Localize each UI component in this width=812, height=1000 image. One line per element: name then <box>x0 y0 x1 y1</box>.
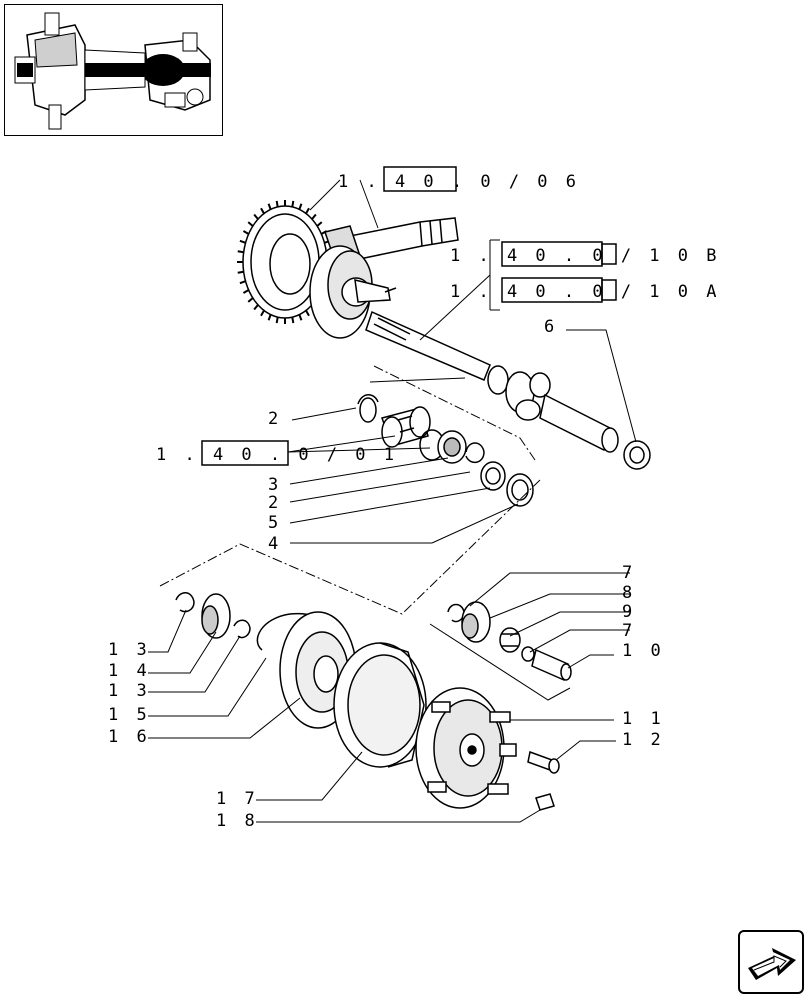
ring-gear-tooth <box>253 304 259 311</box>
callout-15: 1 5 <box>108 705 151 725</box>
callout-2: 2 <box>268 409 282 429</box>
callout-14: 1 4 <box>108 661 151 681</box>
callout-6: 6 <box>544 317 558 337</box>
ring-gear-tooth <box>239 280 246 285</box>
callout-leaders <box>148 329 637 823</box>
reference-label: 1 . 4 0 . 0 / 1 0 A <box>450 282 720 302</box>
reference-label: 1 . 4 0 . 0 / 0 1 <box>156 445 398 465</box>
reference-1-40-0-10b[interactable]: 1 . 4 0 . 0 / 1 0 B <box>450 241 720 267</box>
reference-1-40-0-10a[interactable]: 1 . 4 0 . 0 / 1 0 A <box>450 277 720 303</box>
reference-1-40-0-06[interactable]: 1 . 4 0 . 0 / 0 6 <box>338 166 580 192</box>
callout-12: 1 2 <box>622 730 665 750</box>
plug-18 <box>535 793 555 811</box>
ring-gear-tooth <box>267 314 272 321</box>
ring-gear-tooth <box>275 200 279 208</box>
ring-gear-tooth <box>237 250 244 254</box>
callout-3: 3 <box>268 475 282 495</box>
ring-gear <box>237 200 333 324</box>
axle-assembly-thumbnail-icon <box>14 12 211 130</box>
callout-9: 9 <box>622 602 636 622</box>
leader-shaft-middle <box>369 377 466 383</box>
ring-gear-tooth <box>253 213 259 220</box>
callout-16: 1 6 <box>108 727 151 747</box>
planet-gears-right <box>447 601 572 682</box>
next-page-arrow-icon <box>748 948 796 980</box>
ring-gear-tooth <box>242 289 250 294</box>
ring-gear-tooth <box>247 221 254 227</box>
ring-gear-tooth <box>291 200 295 208</box>
reference-label: 1 . 4 0 . 0 / 1 0 B <box>450 246 720 266</box>
callout-7: 7 <box>622 621 636 641</box>
planet-carrier-11 <box>415 687 517 809</box>
callout-5: 5 <box>268 513 282 533</box>
assembly-thumbnail <box>4 4 223 136</box>
group-boundary-middle <box>373 365 536 461</box>
planet-gears-left <box>175 592 357 729</box>
callout-10: 1 0 <box>622 641 665 661</box>
ring-gear-tooth <box>260 207 265 215</box>
reference-label: 1 . 4 0 . 0 / 0 6 <box>338 172 580 192</box>
seal-ring-6 <box>623 440 651 470</box>
ring-gear-tooth <box>316 221 323 227</box>
callout-13: 1 3 <box>108 681 151 701</box>
ring-gear-tooth <box>267 203 272 210</box>
callout-18: 1 8 <box>216 811 259 831</box>
next-page-button[interactable] <box>738 930 804 994</box>
callout-13: 1 3 <box>108 640 151 660</box>
annulus-ring-17 <box>333 642 427 768</box>
callout-17: 1 7 <box>216 789 259 809</box>
ring-gear-tooth <box>305 207 310 215</box>
bearing-parts <box>357 394 534 507</box>
callout-4: 4 <box>268 534 282 554</box>
callout-8: 8 <box>622 583 636 603</box>
ring-gear-tooth <box>242 230 250 235</box>
callouts: 6 2 3 2 5 4 7 8 9 7 1 0 1 1 1 2 1 3 1 4 … <box>108 317 665 831</box>
reference-1-40-0-01[interactable]: 1 . 4 0 . 0 / 0 1 <box>156 440 398 466</box>
group-boundary-right <box>429 623 571 701</box>
ring-gear-tooth <box>298 314 303 321</box>
ring-gear-tooth <box>311 213 317 220</box>
ring-gear-tooth <box>291 316 295 324</box>
ring-gear-tooth <box>247 297 254 303</box>
group-boundary-lower <box>159 479 541 615</box>
ring-gear-tooth <box>237 270 244 274</box>
ring-gear-tooth <box>260 309 265 317</box>
ring-gear-tooth <box>275 316 279 324</box>
half-shaft <box>365 310 619 453</box>
differential-case <box>309 245 397 339</box>
bolt-12 <box>527 750 560 774</box>
ring-gear-tooth <box>305 309 310 317</box>
reference-leaders <box>287 179 500 453</box>
callout-2: 2 <box>268 493 282 513</box>
callout-7: 7 <box>622 563 636 583</box>
callout-11: 1 1 <box>622 709 665 729</box>
ring-gear-tooth <box>239 239 246 244</box>
ring-gear-tooth <box>298 203 303 210</box>
